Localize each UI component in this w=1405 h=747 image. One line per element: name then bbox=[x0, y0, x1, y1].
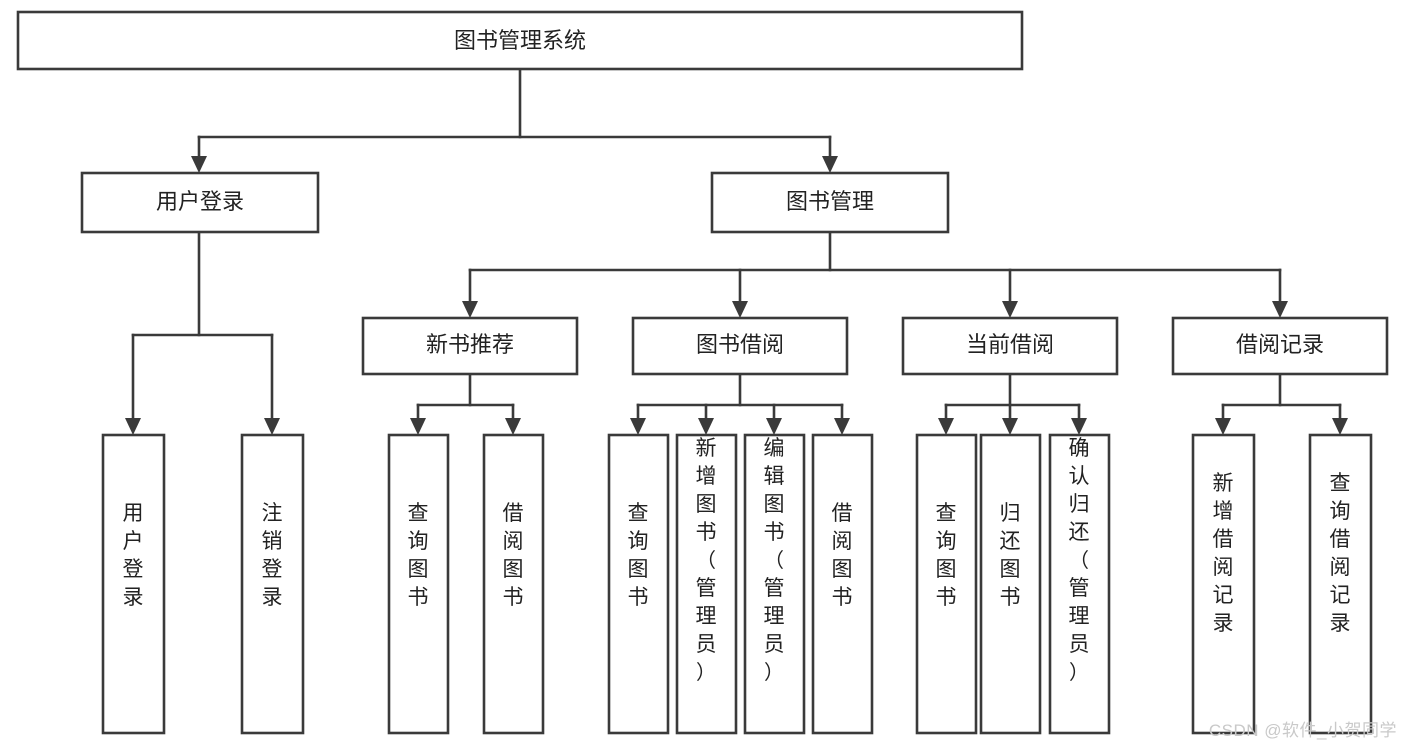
node-leaf-edit-book-label: 编辑图书（管理员） bbox=[764, 437, 785, 684]
node-leaf-user-login[interactable]: 用户登录 bbox=[101, 433, 166, 735]
node-leaf-borrow-book-2-label: 借阅图书 bbox=[832, 502, 853, 609]
node-leaf-add-record-label: 新增借阅记录 bbox=[1213, 472, 1234, 635]
node-leaf-query-book-2-label: 查询图书 bbox=[628, 502, 649, 609]
node-leaf-confirm-return-box[interactable] bbox=[1048, 433, 1111, 735]
arrow-head-leaf-add-record bbox=[1215, 418, 1231, 435]
node-leaf-edit-book-box[interactable] bbox=[743, 433, 806, 735]
node-book-manage-label: 图书管理 bbox=[786, 189, 874, 214]
node-leaf-return-book-box[interactable] bbox=[979, 433, 1042, 735]
arrow-head-book-borrow bbox=[732, 301, 748, 318]
node-root-box[interactable] bbox=[16, 10, 1024, 71]
node-leaf-return-book[interactable]: 归还图书 bbox=[979, 433, 1042, 735]
arrow-head-borrow-record bbox=[1272, 301, 1288, 318]
node-user-login[interactable]: 用户登录 bbox=[80, 171, 320, 234]
node-leaf-query-book-2-box[interactable] bbox=[607, 433, 670, 735]
node-leaf-query-book-1-box[interactable] bbox=[387, 433, 450, 735]
node-root[interactable]: 图书管理系统 bbox=[16, 10, 1024, 71]
node-leaf-edit-book[interactable]: 编辑图书（管理员） bbox=[743, 433, 806, 735]
node-leaf-logout-box[interactable] bbox=[240, 433, 305, 735]
node-new-book-rec-label: 新书推荐 bbox=[426, 332, 514, 357]
node-leaf-add-record[interactable]: 新增借阅记录 bbox=[1191, 433, 1256, 735]
node-leaf-query-book-1[interactable]: 查询图书 bbox=[387, 433, 450, 735]
node-user-login-label: 用户登录 bbox=[156, 189, 244, 214]
node-leaf-query-record[interactable]: 查询借阅记录 bbox=[1308, 433, 1373, 735]
node-leaf-user-login-label: 用户登录 bbox=[123, 502, 144, 609]
node-new-book-rec[interactable]: 新书推荐 bbox=[361, 316, 579, 376]
node-leaf-borrow-book-2-box[interactable] bbox=[811, 433, 874, 735]
node-leaf-query-record-label: 查询借阅记录 bbox=[1330, 472, 1351, 635]
node-leaf-add-record-box[interactable] bbox=[1191, 433, 1256, 735]
arrow-head-leaf-edit-book bbox=[766, 418, 782, 435]
node-leaf-borrow-book-1[interactable]: 借阅图书 bbox=[482, 433, 545, 735]
node-leaf-logout[interactable]: 注销登录 bbox=[240, 433, 305, 735]
node-leaf-logout-label: 注销登录 bbox=[262, 502, 283, 609]
node-leaf-add-book[interactable]: 新增图书（管理员） bbox=[675, 433, 738, 735]
node-leaf-confirm-return-label: 确认归还（管理员） bbox=[1069, 437, 1090, 684]
node-leaf-add-book-box[interactable] bbox=[675, 433, 738, 735]
node-current-borrow-label: 当前借阅 bbox=[966, 332, 1054, 357]
arrow-head-leaf-confirm-return bbox=[1071, 418, 1087, 435]
node-leaf-query-book-1-label: 查询图书 bbox=[408, 502, 429, 609]
arrow-head-user-login bbox=[191, 156, 207, 173]
node-user-login-box[interactable] bbox=[80, 171, 320, 234]
node-borrow-record-label: 借阅记录 bbox=[1236, 332, 1324, 357]
node-leaf-confirm-return[interactable]: 确认归还（管理员） bbox=[1048, 433, 1111, 735]
node-current-borrow[interactable]: 当前借阅 bbox=[901, 316, 1119, 376]
arrow-head-current-borrow bbox=[1002, 301, 1018, 318]
node-leaf-query-record-box[interactable] bbox=[1308, 433, 1373, 735]
node-leaf-query-book-3-box[interactable] bbox=[915, 433, 978, 735]
node-leaf-query-book-2[interactable]: 查询图书 bbox=[607, 433, 670, 735]
arrow-head-leaf-query-book-3 bbox=[938, 418, 954, 435]
arrow-head-leaf-borrow-book-2 bbox=[834, 418, 850, 435]
node-leaf-borrow-book-2[interactable]: 借阅图书 bbox=[811, 433, 874, 735]
arrow-head-new-book-rec bbox=[462, 301, 478, 318]
node-book-borrow-label: 图书借阅 bbox=[696, 332, 784, 357]
arrow-head-book-manage bbox=[822, 156, 838, 173]
node-new-book-rec-box[interactable] bbox=[361, 316, 579, 376]
node-leaf-return-book-label: 归还图书 bbox=[1000, 502, 1021, 609]
node-leaf-user-login-box[interactable] bbox=[101, 433, 166, 735]
node-current-borrow-box[interactable] bbox=[901, 316, 1119, 376]
node-book-manage-box[interactable] bbox=[710, 171, 950, 234]
node-leaf-add-book-label: 新增图书（管理员） bbox=[696, 437, 717, 684]
node-leaf-query-book-3-label: 查询图书 bbox=[936, 502, 957, 609]
node-root-label: 图书管理系统 bbox=[454, 28, 586, 53]
node-book-manage[interactable]: 图书管理 bbox=[710, 171, 950, 234]
connector-layer bbox=[125, 67, 1348, 435]
arrow-head-leaf-logout bbox=[264, 418, 280, 435]
node-leaf-borrow-book-1-label: 借阅图书 bbox=[503, 502, 524, 609]
arrow-head-leaf-query-book-1 bbox=[410, 418, 426, 435]
node-leaf-query-book-3[interactable]: 查询图书 bbox=[915, 433, 978, 735]
arrow-head-leaf-user-login bbox=[125, 418, 141, 435]
arrow-head-leaf-query-record bbox=[1332, 418, 1348, 435]
arrow-head-leaf-query-book-2 bbox=[630, 418, 646, 435]
node-book-borrow-box[interactable] bbox=[631, 316, 849, 376]
arrow-head-leaf-return-book bbox=[1002, 418, 1018, 435]
arrow-head-leaf-add-book bbox=[698, 418, 714, 435]
node-book-borrow[interactable]: 图书借阅 bbox=[631, 316, 849, 376]
arrow-head-leaf-borrow-book-1 bbox=[505, 418, 521, 435]
node-leaf-borrow-book-1-box[interactable] bbox=[482, 433, 545, 735]
node-borrow-record-box[interactable] bbox=[1171, 316, 1389, 376]
node-borrow-record[interactable]: 借阅记录 bbox=[1171, 316, 1389, 376]
